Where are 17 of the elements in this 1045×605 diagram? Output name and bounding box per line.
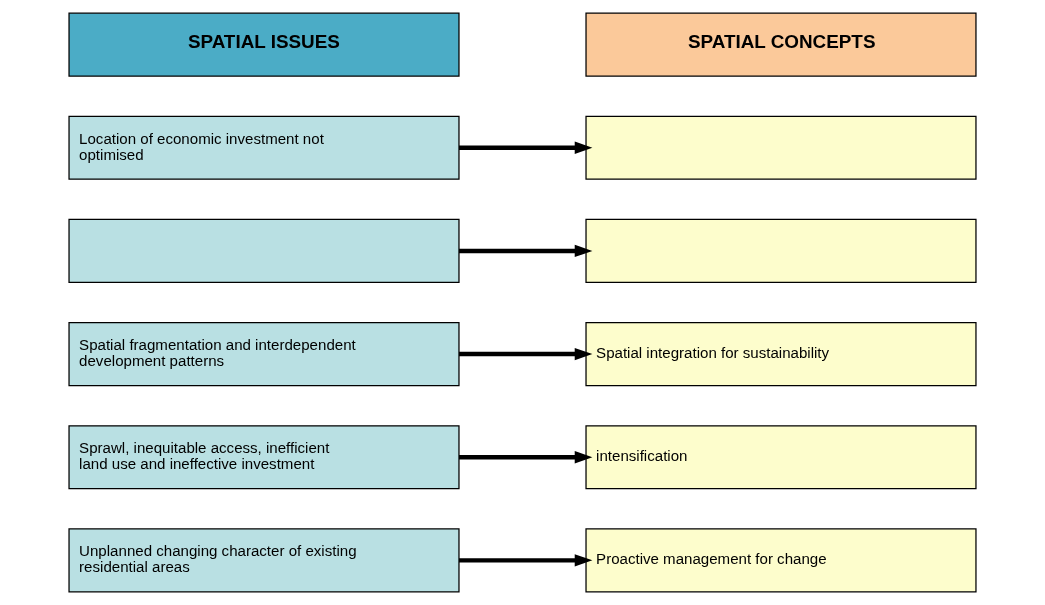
node-box: SPATIAL CONCEPTS [585, 12, 977, 77]
node-box: Spatial integration for sustainability [585, 322, 977, 387]
node-box: SPATIAL ISSUES [68, 12, 460, 77]
node-box: Unplanned changing character of existing residential areas [68, 528, 460, 593]
node-box: Spatial fragmentation and interdependent development patterns [68, 322, 460, 387]
node-box: Proactive management for change [585, 528, 977, 593]
node-box [585, 115, 977, 180]
node-box: Location of economic investment not optimised [68, 115, 460, 180]
node-box: intensification [585, 425, 977, 490]
arrow [459, 141, 593, 154]
arrow [459, 451, 593, 464]
arrow [459, 554, 593, 567]
arrow [459, 347, 593, 361]
node-box: Sprawl, inequitable access, inefficient land use and ineffective investment [68, 425, 460, 490]
node-box [68, 218, 460, 283]
node-box [585, 218, 977, 283]
arrow [459, 244, 593, 258]
